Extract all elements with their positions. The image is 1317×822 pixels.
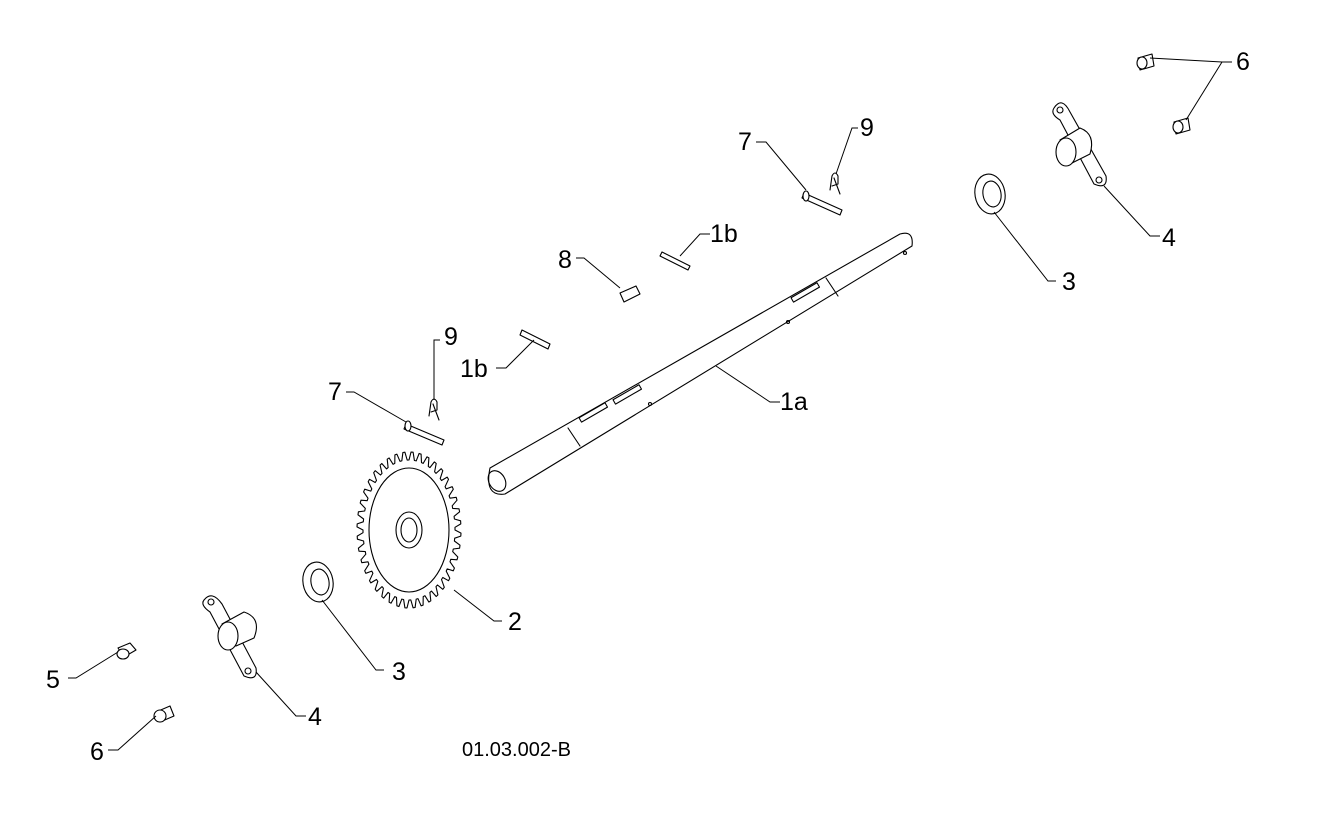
bolt-left-part bbox=[116, 642, 137, 660]
clip-left-part bbox=[428, 398, 440, 421]
callout-7-right: 7 bbox=[738, 128, 752, 156]
callout-9-right: 9 bbox=[860, 114, 874, 142]
clip-right-part bbox=[829, 172, 841, 195]
leader-8 bbox=[576, 257, 621, 289]
callout-3-left: 3 bbox=[392, 658, 406, 686]
leader-lines bbox=[68, 57, 1232, 751]
callout-1b-lower: 1b bbox=[460, 355, 488, 383]
leader-6-left bbox=[108, 715, 157, 751]
clevis-pin-right-part bbox=[801, 190, 843, 216]
leader-9-right bbox=[835, 127, 858, 175]
callout-6-right: 6 bbox=[1236, 48, 1250, 76]
bearing-flange-right-part bbox=[1052, 102, 1107, 187]
leader-3-left bbox=[321, 599, 384, 671]
washer-right-part bbox=[974, 173, 1006, 215]
pin-1b-upper-part bbox=[659, 251, 691, 271]
leader-6-right-a bbox=[1149, 57, 1232, 63]
pin-1b-lower-part bbox=[519, 329, 551, 350]
drawing-code: 01.03.002-B bbox=[462, 739, 571, 761]
leader-2 bbox=[453, 589, 502, 622]
leader-1a bbox=[715, 365, 780, 403]
callout-2: 2 bbox=[508, 608, 522, 636]
callout-8: 8 bbox=[558, 246, 572, 274]
callout-1b-upper: 1b bbox=[710, 220, 738, 248]
leader-7-left bbox=[346, 391, 407, 423]
callout-4-right: 4 bbox=[1162, 224, 1176, 252]
leader-7-right bbox=[756, 141, 807, 191]
clevis-pin-left-part bbox=[403, 420, 445, 446]
bearing-flange-left-part bbox=[202, 595, 257, 679]
nut-right-upper-part bbox=[1136, 53, 1155, 71]
leader-1b-lower bbox=[496, 339, 535, 369]
leader-4-right bbox=[1103, 185, 1160, 237]
shaft-part bbox=[487, 232, 913, 495]
callout-5: 5 bbox=[46, 666, 60, 694]
nut-right-lower-part bbox=[1172, 117, 1191, 135]
leader-9-left bbox=[433, 339, 440, 400]
leader-6-right-b bbox=[1185, 61, 1223, 121]
washer-left-part bbox=[302, 561, 334, 603]
callout-9-left: 9 bbox=[444, 323, 458, 351]
leader-1b-upper bbox=[679, 233, 710, 257]
leader-3-right bbox=[993, 211, 1056, 282]
callout-6-left: 6 bbox=[90, 738, 104, 766]
key-part bbox=[619, 285, 641, 303]
callout-1a: 1a bbox=[780, 388, 808, 416]
callout-7-left: 7 bbox=[328, 378, 342, 406]
callout-3-right: 3 bbox=[1062, 268, 1076, 296]
callout-4-left: 4 bbox=[308, 703, 322, 731]
leader-4-left bbox=[255, 671, 306, 717]
sprocket-part bbox=[356, 451, 462, 609]
nut-left-part bbox=[153, 705, 175, 723]
leader-5 bbox=[68, 651, 119, 679]
